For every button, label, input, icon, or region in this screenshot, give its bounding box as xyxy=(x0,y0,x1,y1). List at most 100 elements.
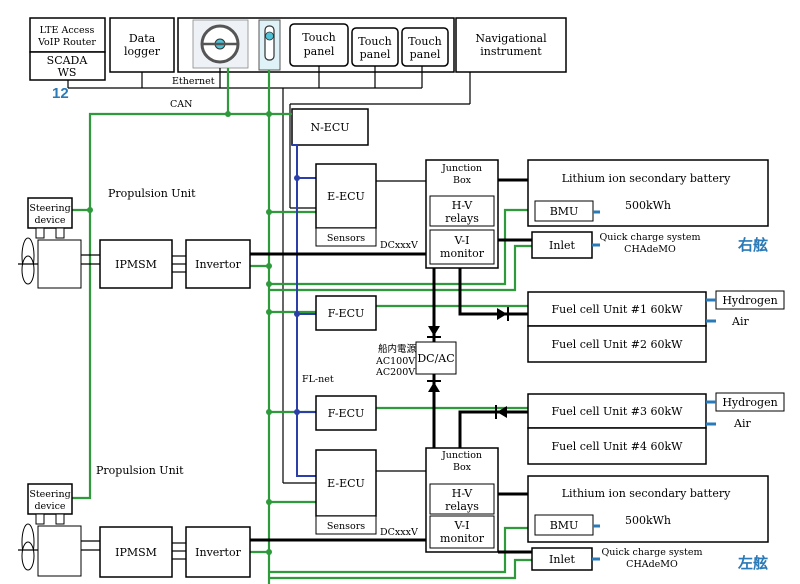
starboard-label: 右舷 xyxy=(738,236,768,254)
steering-device-top: Steering device xyxy=(27,197,73,229)
svg-text:Quick charge system: Quick charge system xyxy=(600,232,701,243)
svg-text:Steering: Steering xyxy=(29,203,70,214)
svg-text:monitor: monitor xyxy=(440,247,485,260)
svg-text:Touch: Touch xyxy=(302,31,335,44)
svg-text:device: device xyxy=(34,215,65,226)
inlet-box-top: Inlet Quick charge system CHAdeMO xyxy=(531,231,701,259)
dcac-converter: DC/AC xyxy=(415,268,457,448)
number-label: 12 xyxy=(52,85,69,102)
sensors-box-bottom: Sensors xyxy=(315,515,377,535)
svg-text:VoIP Router: VoIP Router xyxy=(37,37,96,48)
svg-text:Box: Box xyxy=(453,175,472,186)
steering-wheel-icon xyxy=(192,19,249,69)
ethernet-bus: Ethernet xyxy=(67,66,423,89)
propeller-drive-bottom xyxy=(18,513,100,577)
ipmsm-box-bottom: IPMSM xyxy=(99,526,173,578)
ethernet-label: Ethernet xyxy=(172,76,215,87)
svg-text:AC200V: AC200V xyxy=(375,367,415,378)
junction-box-top: Junction Box H-V relays V-I monitor xyxy=(425,159,499,269)
svg-text:Steering: Steering xyxy=(29,489,70,500)
svg-text:Quick charge system: Quick charge system xyxy=(602,547,703,558)
svg-text:Junction: Junction xyxy=(441,163,482,174)
svg-text:DC/AC: DC/AC xyxy=(417,352,454,365)
svg-text:Inlet: Inlet xyxy=(549,239,575,252)
svg-text:Sensors: Sensors xyxy=(327,521,365,532)
navigational-instrument-box: Navigational instrument xyxy=(455,17,567,73)
can-label: CAN xyxy=(170,99,192,110)
svg-text:Box: Box xyxy=(453,462,472,473)
svg-text:Hydrogen: Hydrogen xyxy=(722,294,777,307)
svg-text:BMU: BMU xyxy=(550,205,579,218)
inlet-box-bottom: Inlet Quick charge system CHAdeMO xyxy=(531,547,703,571)
svg-text:Fuel cell Unit #3 60kW: Fuel cell Unit #3 60kW xyxy=(552,405,684,418)
svg-text:H-V: H-V xyxy=(452,199,474,212)
fuel-cell-2: Fuel cell Unit #2 60kW xyxy=(527,325,707,363)
svg-text:monitor: monitor xyxy=(440,532,485,545)
svg-text:V-I: V-I xyxy=(454,234,470,247)
three-phase-bottom xyxy=(172,542,186,560)
svg-text:Inlet: Inlet xyxy=(549,553,575,566)
svg-text:panel: panel xyxy=(360,48,391,61)
svg-text:Fuel cell Unit #1 60kW: Fuel cell Unit #1 60kW xyxy=(552,303,684,316)
air-label-top: Air xyxy=(731,315,749,328)
svg-text:Lithium ion secondary battery: Lithium ion secondary battery xyxy=(562,172,731,185)
svg-text:panel: panel xyxy=(304,45,335,58)
touch-panel-2: Touch panel xyxy=(351,27,399,67)
e-ecu-box-bottom: E-ECU xyxy=(315,449,377,517)
svg-text:Hydrogen: Hydrogen xyxy=(722,396,777,409)
dc-bus-top: DCxxxV xyxy=(250,240,426,256)
fl-net-bus: FL-net xyxy=(292,144,334,477)
svg-text:relays: relays xyxy=(445,500,479,513)
svg-text:Fuel cell Unit #2 60kW: Fuel cell Unit #2 60kW xyxy=(552,338,684,351)
svg-text:500kWh: 500kWh xyxy=(625,514,671,527)
svg-text:Navigational: Navigational xyxy=(475,32,547,45)
can-bus: CAN xyxy=(70,68,535,584)
three-phase-top xyxy=(172,255,186,273)
f-ecu-box-bottom: F-ECU xyxy=(315,395,377,431)
svg-text:WS: WS xyxy=(58,66,77,79)
junction-box-bottom: Junction Box H-V relays V-I monitor xyxy=(425,447,499,553)
svg-text:E-ECU: E-ECU xyxy=(327,190,365,203)
fl-net-label: FL-net xyxy=(302,374,334,385)
svg-text:BMU: BMU xyxy=(550,519,579,532)
svg-text:N-ECU: N-ECU xyxy=(310,121,349,134)
svg-text:Touch: Touch xyxy=(408,35,441,48)
svg-text:LTE Access: LTE Access xyxy=(40,25,95,36)
propulsion-label-top: Propulsion Unit xyxy=(108,187,196,200)
svg-text:E-ECU: E-ECU xyxy=(327,477,365,490)
n-ecu-box: N-ECU xyxy=(291,108,369,146)
control-wiring xyxy=(282,72,471,484)
hydrogen-box-top: Hydrogen xyxy=(715,290,785,310)
port-label: 左舷 xyxy=(737,554,768,572)
svg-text:panel: panel xyxy=(410,48,441,61)
battery-box-bottom: Lithium ion secondary battery BMU 500kWh xyxy=(527,475,769,543)
svg-text:F-ECU: F-ECU xyxy=(328,407,365,420)
svg-text:Touch: Touch xyxy=(358,35,391,48)
fc-top-connection xyxy=(458,268,528,321)
svg-text:Invertor: Invertor xyxy=(195,258,241,271)
svg-text:船内電源: 船内電源 xyxy=(378,343,417,355)
lte-router-box: LTE Access VoIP Router xyxy=(29,17,106,53)
ipmsm-box-top: IPMSM xyxy=(99,239,173,289)
svg-text:F-ECU: F-ECU xyxy=(328,307,365,320)
battery-box-top: Lithium ion secondary battery BMU 500kWh xyxy=(527,159,769,227)
svg-text:IPMSM: IPMSM xyxy=(115,546,157,559)
e-ecu-box-top: E-ECU xyxy=(315,163,377,229)
svg-text:logger: logger xyxy=(124,45,161,58)
svg-text:CHAdeMO: CHAdeMO xyxy=(626,559,678,570)
svg-text:device: device xyxy=(34,501,65,512)
air-label-bottom: Air xyxy=(733,417,751,430)
svg-text:Data: Data xyxy=(129,32,156,45)
scada-ws-box: SCADA WS xyxy=(29,51,106,81)
steering-device-bottom: Steering device xyxy=(27,483,73,515)
touch-panel-1: Touch panel xyxy=(289,23,349,67)
f-ecu-box-top: F-ECU xyxy=(315,295,377,331)
svg-text:V-I: V-I xyxy=(454,519,470,532)
fc-bottom-connection xyxy=(458,405,528,448)
dc-bus-bottom: DCxxxV xyxy=(250,527,426,542)
svg-text:IPMSM: IPMSM xyxy=(115,258,157,271)
svg-text:DCxxxV: DCxxxV xyxy=(380,240,418,251)
propeller-drive-top xyxy=(18,227,100,289)
invertor-box-bottom: Invertor xyxy=(185,526,251,578)
svg-text:500kWh: 500kWh xyxy=(625,199,671,212)
